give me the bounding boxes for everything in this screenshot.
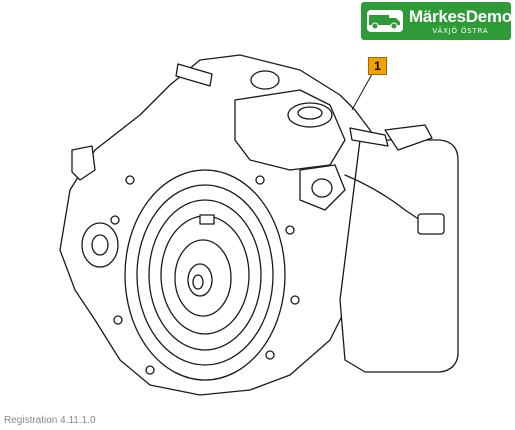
- breather-pipe: [175, 63, 213, 87]
- part-callout-1[interactable]: 1: [368, 57, 387, 75]
- cooler-pipe: [349, 127, 389, 147]
- brand-name: MärkesDemo: [409, 6, 512, 26]
- callout-leader: [351, 73, 373, 111]
- electrical-connector: [417, 213, 445, 235]
- brand-tagline: VÄXJÖ ÖSTRA: [432, 26, 489, 35]
- truck-icon: [367, 10, 403, 32]
- registration-footer: Registration 4.11.1.0: [4, 415, 96, 426]
- mount-bracket: [384, 124, 433, 151]
- speed-sensor: [71, 145, 96, 181]
- brand-logo: MärkesDemo VÄXJÖ ÖSTRA: [361, 2, 512, 40]
- valve-body-cover: [339, 139, 459, 373]
- wiring-harness: [344, 174, 421, 221]
